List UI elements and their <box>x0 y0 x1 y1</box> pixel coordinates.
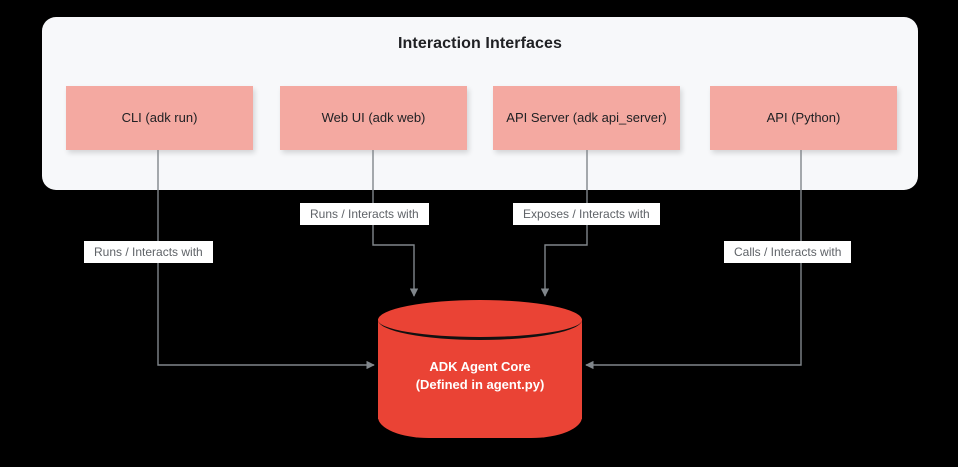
edge-apipython-to-core <box>585 150 802 370</box>
node-cli-label: CLI (adk run) <box>121 110 198 126</box>
edge-label-api-python: Calls / Interacts with <box>724 241 852 263</box>
node-api-python-label: API (Python) <box>766 110 841 126</box>
node-web-ui-label: Web UI (adk web) <box>321 110 426 126</box>
core-label-line1: ADK Agent Core <box>429 359 531 374</box>
edge-label-cli: Runs / Interacts with <box>84 241 213 263</box>
core-label-line2: (Defined in agent.py) <box>415 376 545 392</box>
node-api-python[interactable]: API (Python) <box>710 86 897 150</box>
node-api-server[interactable]: API Server (adk api_server) <box>493 86 680 150</box>
edge-cli-to-core <box>157 150 375 370</box>
edge-label-web-ui: Runs / Interacts with <box>300 203 429 225</box>
cylinder-top-ellipse <box>378 300 582 340</box>
edge-webui-to-core <box>372 150 419 297</box>
edge-label-api-server: Exposes / Interacts with <box>513 203 660 225</box>
node-cli[interactable]: CLI (adk run) <box>66 86 253 150</box>
edge-apiserver-to-core <box>540 150 588 297</box>
panel-title: Interaction Interfaces <box>397 35 563 52</box>
node-adk-agent-core-label: ADK Agent Core (Defined in agent.py) <box>378 358 582 393</box>
node-api-server-label: API Server (adk api_server) <box>506 110 667 126</box>
node-adk-agent-core[interactable]: ADK Agent Core (Defined in agent.py) <box>378 300 582 438</box>
node-web-ui[interactable]: Web UI (adk web) <box>280 86 467 150</box>
